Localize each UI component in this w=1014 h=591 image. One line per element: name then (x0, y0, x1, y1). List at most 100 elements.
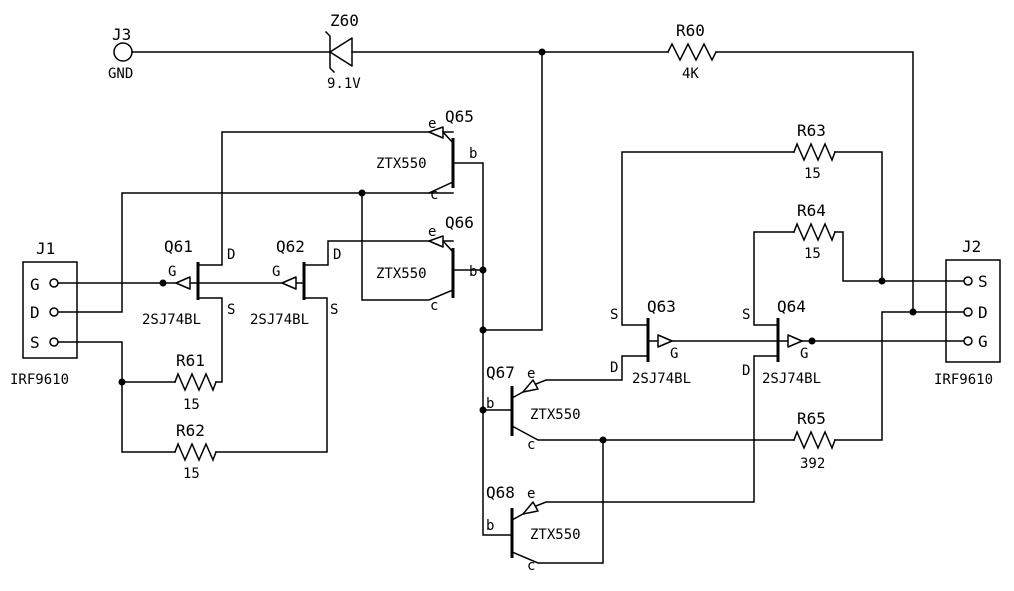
q62-ref: Q62 (276, 237, 305, 256)
resistor-r63: R63 15 (793, 121, 836, 182)
q62-g-label: G (272, 264, 280, 280)
q61-s-label: S (227, 302, 235, 318)
r61-ref: R61 (176, 351, 205, 370)
q64-part: 2SJ74BL (762, 371, 821, 387)
jfet-q63: Q63 G S D 2SJ74BL (610, 297, 813, 387)
q67-emitter-lead (510, 390, 525, 400)
j2-connector: J2 S D G IRF9610 (934, 237, 1001, 388)
q67-part: ZTX550 (530, 407, 581, 423)
q63-d-label: D (610, 360, 618, 376)
r64-value: 15 (804, 246, 821, 262)
wire-r64-j2s (834, 231, 969, 282)
j1-part: IRF9610 (10, 372, 69, 388)
q68-e-label: e (527, 486, 535, 502)
q65-collector-lead (428, 181, 454, 194)
r63-value: 15 (804, 166, 821, 182)
q66-b-label: b (469, 264, 477, 280)
j2-d-pin (963, 307, 973, 317)
q65-b-label: b (469, 146, 477, 162)
q62-drain-wire (303, 240, 454, 266)
q67-ref: Q67 (486, 363, 515, 382)
q68-c-label: c (527, 558, 535, 574)
j1-body (22, 261, 78, 359)
resistor-r61: R61 15 (174, 351, 217, 413)
wire-b-bus (452, 162, 513, 536)
jfet-q61: Q61 G D S 2SJ74BL (142, 131, 454, 383)
bjt-q68: Q68 e b c ZTX550 (486, 355, 779, 574)
q68-ref: Q68 (486, 483, 515, 502)
q65-c-label: c (430, 187, 438, 203)
q68-emitter-arrow (522, 501, 539, 515)
q65-emitter-lead (441, 130, 455, 145)
q66-emitter-lead (441, 239, 455, 254)
q67-b-label: b (486, 396, 494, 412)
q67-emitter-wire (535, 355, 649, 385)
q61-d-label: D (227, 247, 235, 263)
q65-ref: Q65 (445, 107, 474, 126)
q67-collector-wire (510, 424, 755, 441)
q64-s-label: S (742, 307, 750, 323)
q65-e-label: e (428, 116, 436, 132)
r62-ref: R62 (176, 421, 205, 440)
wire-j1d-collectors (57, 192, 454, 313)
wire-j1s-r62 (57, 341, 176, 453)
q62-part: 2SJ74BL (250, 312, 309, 328)
junction-q66b (479, 266, 487, 274)
r61-zigzag (174, 372, 217, 392)
j3-connector: J3 GND (108, 25, 133, 82)
z60-ref: Z60 (330, 11, 359, 30)
bjt-q65: Q65 e b c ZTX550 (376, 107, 513, 536)
bjt-q67: Q67 e b c ZTX550 (482, 355, 755, 453)
jfet-q62: Q62 G D S 2SJ74BL (197, 237, 454, 328)
j2-s-pin (963, 276, 973, 286)
q61-g-label: G (168, 264, 176, 280)
z60-triangle (329, 37, 353, 67)
q63-g-label: G (670, 346, 678, 362)
q62-d-label: D (333, 247, 341, 263)
junction-bbus-node (479, 326, 487, 334)
q61-part: 2SJ74BL (142, 312, 201, 328)
q62-arrow (281, 276, 297, 290)
q63-arrow (657, 334, 673, 348)
z60-value: 9.1V (327, 76, 361, 92)
j2-pin-s: S (978, 272, 988, 291)
resistor-r62: R62 15 (174, 421, 217, 482)
q64-ref: Q64 (777, 297, 806, 316)
q63-s-label: S (610, 307, 618, 323)
r61-value: 15 (183, 397, 200, 413)
q68-emitter-wire (535, 355, 779, 507)
j1-g-pin (49, 278, 59, 288)
r60-ref: R60 (676, 21, 705, 40)
j3-label: GND (108, 66, 133, 82)
q61-source-wire (197, 297, 223, 383)
j2-ref: J2 (962, 237, 981, 256)
wire-q66c (361, 192, 454, 301)
q62-s-label: S (330, 302, 338, 318)
q66-ref: Q66 (445, 213, 474, 232)
q66-part: ZTX550 (376, 266, 427, 282)
bjt-q66: Q66 e b c ZTX550 (376, 213, 484, 314)
j3-pin (113, 42, 133, 62)
q66-c-label: c (430, 298, 438, 314)
q61-drain-wire (197, 131, 454, 266)
j1-pin-s: S (30, 333, 40, 352)
resistor-r60: R60 4K (666, 21, 718, 82)
r65-zigzag (793, 430, 836, 450)
wire-q63s-r63 (621, 151, 795, 326)
zener-z60: Z60 9.1V (324, 11, 361, 92)
q64-arrow (787, 334, 803, 348)
j2-part: IRF9610 (934, 372, 993, 388)
wire-r63-j2s (834, 151, 883, 282)
resistor-r65: R65 392 (793, 409, 836, 472)
j2-g-pin (963, 336, 973, 346)
j1-d-pin (49, 307, 59, 317)
junction-j2s (878, 277, 886, 285)
r62-zigzag (174, 442, 217, 462)
r65-value: 392 (800, 456, 825, 472)
j1-ref: J1 (36, 239, 55, 258)
r64-zigzag (793, 222, 836, 242)
r65-ref: R65 (797, 409, 826, 428)
j1-pin-d: D (30, 303, 40, 322)
r63-zigzag (793, 142, 836, 162)
j1-s-pin (49, 337, 59, 347)
